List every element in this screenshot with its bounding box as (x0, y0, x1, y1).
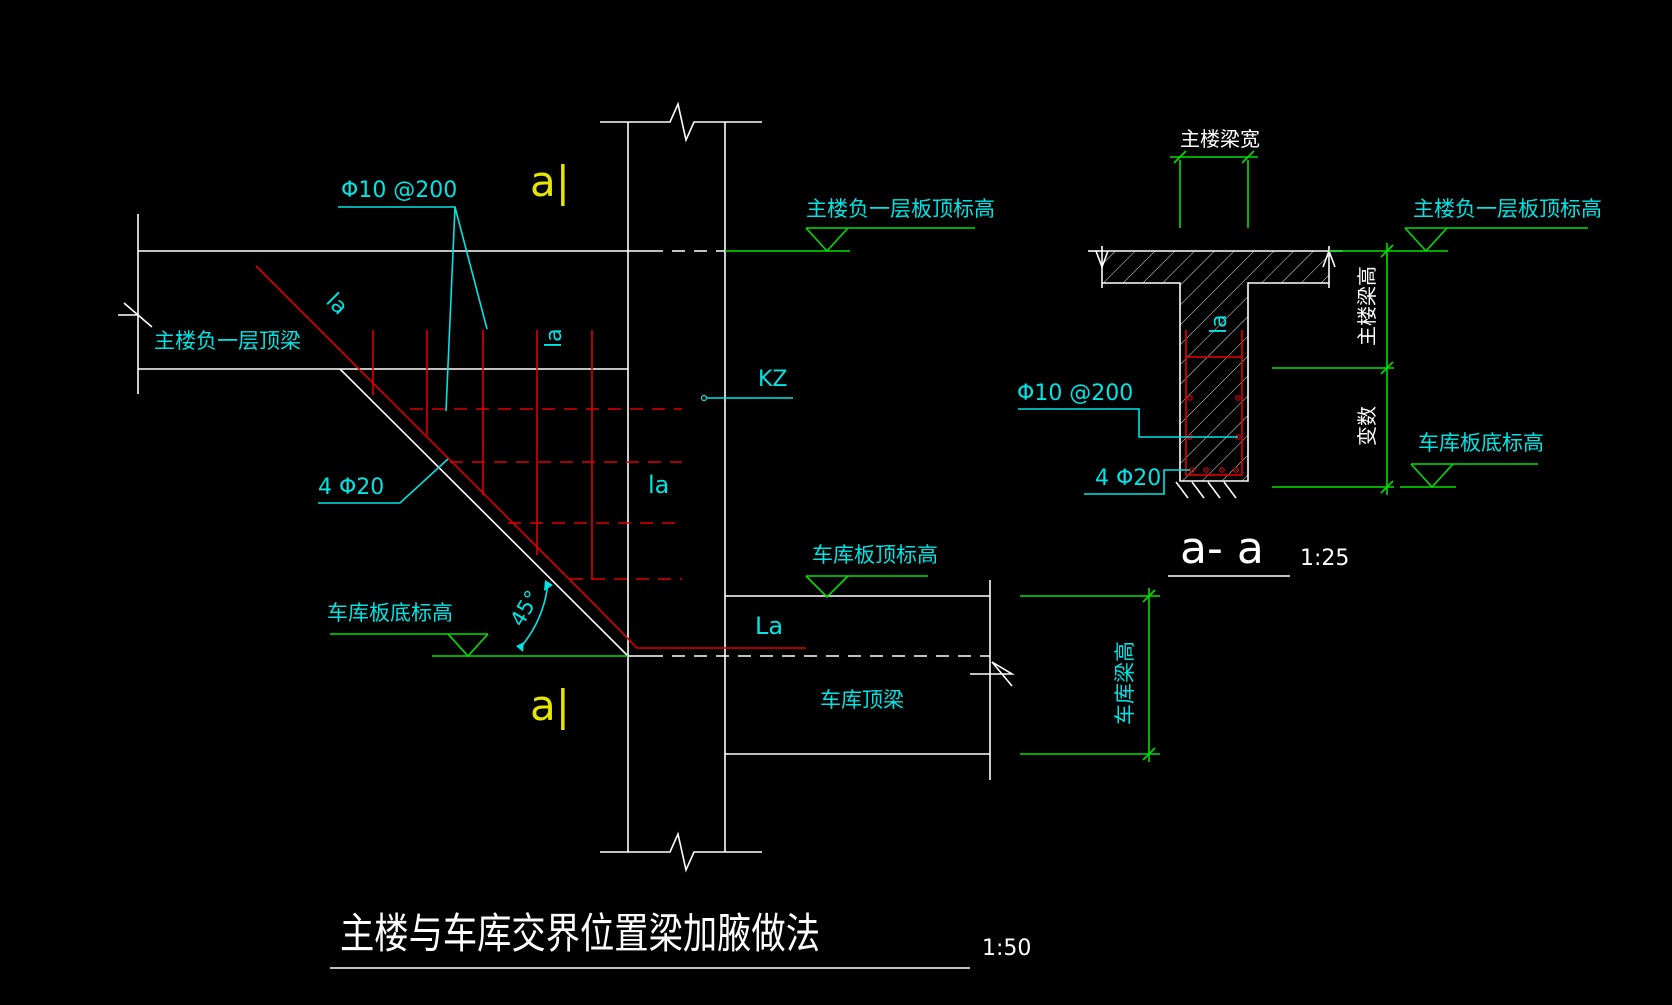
anchor-la-diagonal: la (321, 289, 353, 321)
section-elev-main-top-label: 主楼负一层板顶标高 (1413, 197, 1602, 221)
main-beam-label: 主楼负一层顶梁 (154, 329, 301, 353)
angle-label: 45° (506, 586, 545, 630)
haunch-line (339, 368, 629, 657)
section-leaders (1018, 408, 1238, 495)
section-mark-top: a| (530, 157, 570, 206)
anchor-la-bottom: La (755, 612, 783, 640)
anchor-la-vertical: la (542, 328, 567, 348)
beam-width-label: 主楼梁宽 (1180, 127, 1260, 151)
elevation-symbols (330, 227, 975, 658)
section-stirrup-label: Φ10 @200 (1017, 381, 1133, 406)
stirrup-rect (1185, 356, 1243, 476)
section-anchor-la: la (1207, 314, 1232, 334)
elev-garage-bottom-label: 车库板底标高 (327, 601, 453, 625)
section-concrete (1088, 246, 1343, 499)
column-break-top (600, 101, 762, 143)
drawing-title-block: 主楼与车库交界位置梁加腋做法 1:50 (330, 909, 1031, 969)
column-dot-marker (700, 394, 708, 402)
annotation-leaders (318, 206, 793, 652)
drawing-title: 主楼与车库交界位置梁加腋做法 (340, 909, 820, 958)
haunch-rebars (255, 265, 806, 649)
section-title: a- a (1180, 523, 1264, 574)
section-labels: 主楼梁宽 主楼负一层板顶标高 车库板底标高 主楼梁高 变数 Φ10 @200 4… (1017, 127, 1602, 577)
main-beam-outline (118, 214, 725, 657)
garage-beam-label: 车库顶梁 (820, 688, 904, 712)
anchor-la-middle: la (648, 471, 669, 499)
section-main-bar-label: 4 Φ20 (1095, 466, 1161, 491)
column-break-bottom (600, 831, 762, 873)
section-rebars (1185, 330, 1243, 476)
elev-garage-top-label: 车库板顶标高 (812, 543, 938, 567)
column-label: KZ (758, 367, 788, 392)
main-beam-height-label: 主楼梁高 (1355, 266, 1379, 346)
section-elev-garage-bottom-label: 车库板底标高 (1418, 431, 1544, 455)
column-kz (600, 101, 762, 873)
elev-main-top-label: 主楼负一层板顶标高 (806, 197, 995, 221)
drawing-scale: 1:50 (982, 936, 1031, 961)
section-scale: 1:25 (1300, 546, 1349, 571)
section-mark-bottom: a| (530, 681, 570, 730)
garage-beam-height-label: 车库梁高 (1113, 641, 1137, 725)
garage-beam-outline (628, 580, 1015, 780)
section-dimensions (1170, 150, 1588, 495)
main-bar-label: 4 Φ20 (318, 475, 384, 500)
variable-label: 变数 (1355, 406, 1379, 446)
stirrup-label: Φ10 @200 (341, 178, 457, 203)
dimension-garage-beam (1020, 588, 1160, 762)
